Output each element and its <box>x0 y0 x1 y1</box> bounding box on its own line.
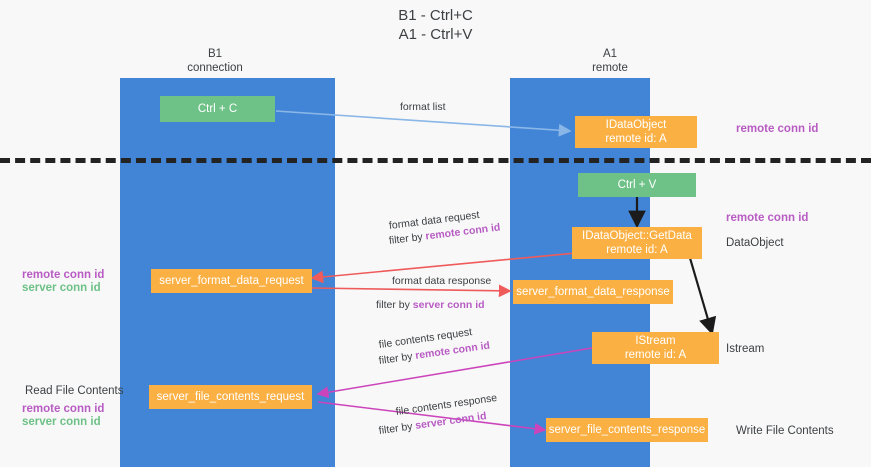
node-server-format-data-request[interactable]: server_format_data_request <box>151 269 312 293</box>
edge-label-format-data-response: format data response <box>392 275 492 287</box>
filter-prefix: filter by <box>378 420 417 438</box>
filter-prefix: filter by <box>376 299 413 311</box>
label-istream: Istream <box>726 343 765 355</box>
label-left-remote-conn-id-2: remote conn id <box>22 403 105 415</box>
phase-divider <box>0 158 871 163</box>
label-remote-conn-id-mid: remote conn id <box>726 212 809 224</box>
page-title: B1 - Ctrl+C A1 - Ctrl+V <box>398 7 473 43</box>
filter-prefix: filter by <box>388 230 427 248</box>
node-idataobject-getdata[interactable]: IDataObject::GetData remote id: A <box>572 227 702 259</box>
label-left-remote-conn-id: remote conn id <box>22 269 105 281</box>
node-server-format-data-response[interactable]: server_format_data_response <box>513 280 673 304</box>
label-left-server-conn-id: server conn id <box>22 282 101 294</box>
node-idataobject[interactable]: IDataObject remote id: A <box>575 116 697 148</box>
node-ctrl-v[interactable]: Ctrl + V <box>578 173 696 197</box>
label-data-object: DataObject <box>726 237 784 249</box>
filter-prefix: filter by <box>378 350 417 368</box>
filter-key: server conn id <box>412 299 485 311</box>
label-remote-conn-id-top: remote conn id <box>736 123 819 135</box>
label-write-file-contents: Write File Contents <box>736 425 834 437</box>
node-ctrl-c[interactable]: Ctrl + C <box>160 96 275 122</box>
column-header-a1: A1 remote <box>592 48 628 74</box>
node-istream[interactable]: IStream remote id: A <box>592 332 719 364</box>
edge-label-format-data-response-filter: filter by server conn id <box>376 298 485 313</box>
column-header-b1: B1 connection <box>187 48 243 74</box>
node-server-file-contents-response[interactable]: server_file_contents_response <box>546 418 708 442</box>
label-read-file-contents: Read File Contents <box>25 385 124 397</box>
label-left-server-conn-id-2: server conn id <box>22 416 101 428</box>
edge-getdata-istream <box>688 257 717 336</box>
edge-label-format-list: format list <box>400 101 446 113</box>
node-server-file-contents-request[interactable]: server_file_contents_request <box>149 385 312 409</box>
